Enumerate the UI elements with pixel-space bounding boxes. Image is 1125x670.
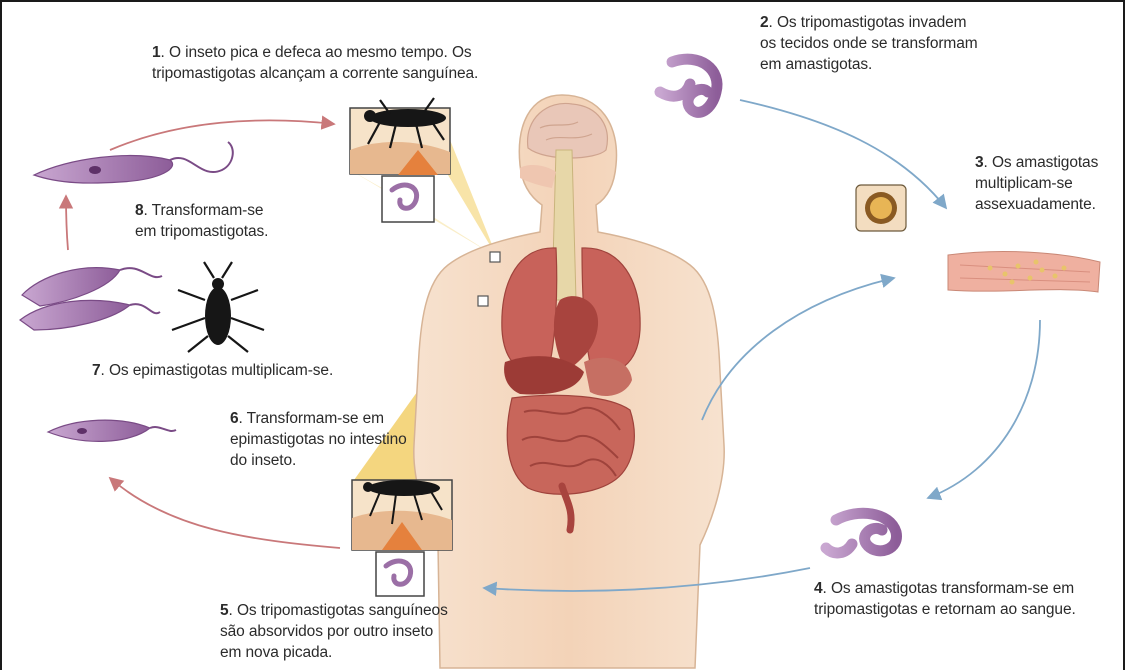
step-text: . O inseto pica e defeca ao mesmo tempo.… (152, 44, 478, 82)
arrow-step5-to-7 (110, 478, 340, 548)
step-text: . Transformam-se em epimastigotas no int… (230, 410, 407, 469)
insect-icon (172, 262, 264, 352)
step-5-label: 5. Os tripomastigotas sanguíneos são abs… (220, 600, 448, 663)
step-text: . Os epimastigotas multiplicam-se. (101, 362, 334, 379)
frame-border-top (0, 0, 1125, 2)
step-1-label: 1. O inseto pica e defeca ao mesmo tempo… (152, 42, 478, 84)
step-text: . Os amastigotas multiplicam-se assexuad… (975, 154, 1098, 213)
arrow-step2-to-3 (740, 100, 946, 208)
amastigote-cell-icon (856, 185, 906, 231)
step-text: . Os tripomastigotas sanguíneos são abso… (220, 602, 448, 661)
step-number: 7 (92, 362, 101, 379)
muscle-tissue-icon (948, 251, 1100, 292)
arrow-step3-to-4 (928, 320, 1040, 498)
frame-border-left (0, 0, 2, 670)
arrow-body-to-tissue (702, 278, 894, 420)
step-6-label: 6. Transformam-se em epimastigotas no in… (230, 408, 407, 471)
step-number: 6 (230, 410, 239, 427)
insect-bite-inset-bottom (352, 480, 452, 596)
arrow-step8-to-1 (110, 120, 334, 150)
step-number: 3 (975, 154, 984, 171)
step-text: . Os amastigotas transformam-se em tripo… (814, 580, 1076, 618)
trypomastigote-icon (826, 513, 896, 553)
step-4-label: 4. Os amastigotas transformam-se em trip… (814, 578, 1076, 620)
step-number: 4 (814, 580, 823, 597)
step-number: 2 (760, 14, 769, 31)
step-2-label: 2. Os tripomastigotas invadem os tecidos… (760, 12, 978, 75)
trypomastigote-icon (660, 59, 717, 112)
step-number: 8 (135, 202, 144, 219)
arrow-step7-to-8 (66, 196, 68, 250)
step-7-label: 7. Os epimastigotas multiplicam-se. (92, 360, 333, 381)
step-number: 5 (220, 602, 229, 619)
epimastigote-icons (20, 142, 233, 441)
step-8-label: 8. Transformam-se em tripomastigotas. (135, 200, 268, 242)
step-number: 1 (152, 44, 161, 61)
step-text: . Os tripomastigotas invadem os tecidos … (760, 14, 978, 73)
step-text: . Transformam-se em tripomastigotas. (135, 202, 268, 240)
step-3-label: 3. Os amastigotas multiplicam-se assexua… (975, 152, 1098, 215)
